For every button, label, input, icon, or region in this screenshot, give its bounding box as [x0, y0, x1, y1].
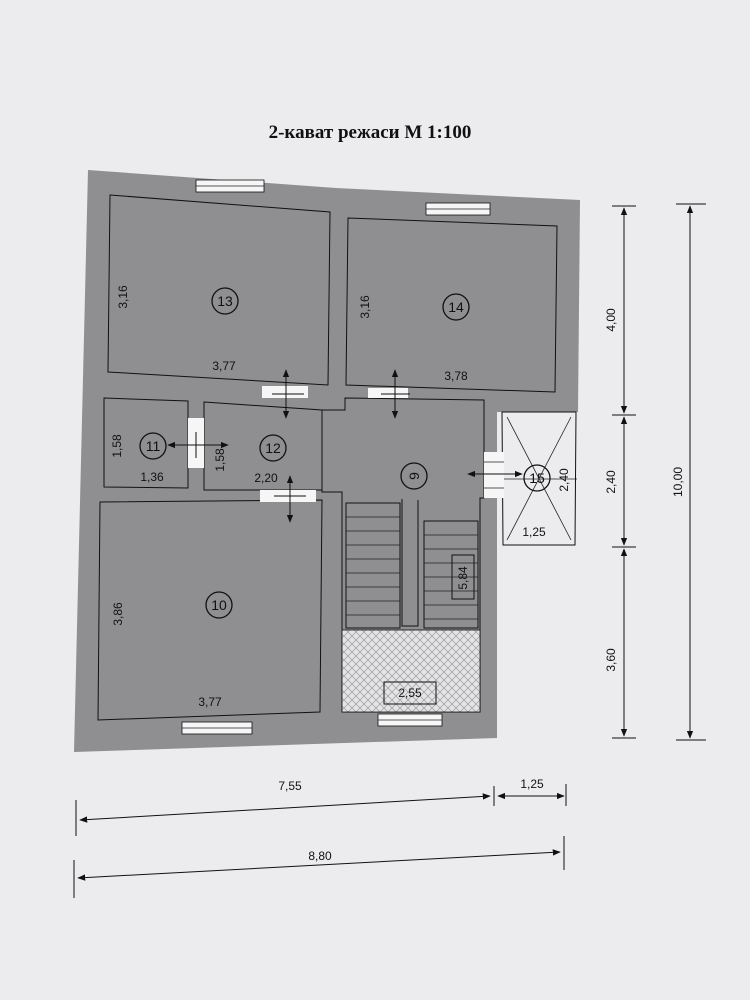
room-11-height: 1,58 [110, 434, 124, 458]
room-10: 10 3,77 3,86 [97, 499, 323, 721]
dim-right-top: 4,00 [604, 308, 618, 332]
door-arrows [167, 369, 523, 523]
dim-right-bottom: 3,60 [604, 648, 618, 672]
room-12-height: 1,58 [213, 448, 227, 472]
room-12-number: 12 [265, 440, 281, 456]
stair-area-label: 5,84 [456, 566, 470, 590]
room-13: 13 3,77 3,16 [107, 194, 331, 386]
room-14-height: 3,16 [358, 295, 372, 319]
stair-flight-left [345, 502, 401, 629]
room-10-number: 10 [211, 597, 227, 613]
room-13-marker [211, 287, 239, 315]
stair-landing [341, 629, 481, 713]
room-11-width: 1,36 [140, 470, 164, 484]
room-10-marker [205, 591, 233, 619]
room-15-marker [523, 464, 551, 492]
room-12: 12 2,20 1,58 [203, 401, 323, 491]
door-room-13 [262, 386, 308, 398]
room-13-number: 13 [217, 293, 233, 309]
room-11: 11 1,36 1,58 [103, 397, 189, 489]
room-13-width: 3,77 [212, 359, 236, 373]
balcony-15: 15 1,25 2,40 [502, 416, 577, 541]
room-9-marker [400, 462, 428, 490]
bottom-dimensions: 7,55 1,25 8,80 [73, 777, 567, 898]
room-11-marker [139, 432, 167, 460]
dim-right-total: 10,00 [671, 467, 685, 497]
room-15-height: 2,40 [557, 468, 571, 492]
room-10-height: 3,86 [111, 602, 125, 626]
room-12-marker [259, 434, 287, 462]
room-9-number: 9 [406, 472, 422, 480]
room-13-height: 3,16 [116, 285, 130, 309]
plan-title: 2-кават режаси М 1:100 [269, 122, 472, 143]
stair-flight-right [423, 520, 479, 629]
room-15-width: 1,25 [522, 525, 546, 539]
landing-area-label: 2,55 [398, 686, 422, 700]
dim-bottom-right: 1,25 [520, 777, 544, 791]
room-14-number: 14 [448, 299, 464, 315]
room-14-marker [442, 293, 470, 321]
room-11-number: 11 [146, 438, 161, 454]
door-balcony [484, 452, 504, 498]
dim-line-bottom-left [79, 793, 491, 823]
stair-handrail [401, 499, 419, 627]
building-walls [74, 170, 580, 752]
dim-bottom-left: 7,55 [278, 779, 302, 793]
dim-right-middle: 2,40 [604, 470, 618, 494]
windows [181, 179, 491, 735]
right-dimensions: 4,00 2,40 3,60 10,00 [604, 203, 706, 741]
landing-area-box [383, 681, 437, 705]
room-14: 14 3,78 3,16 [345, 217, 558, 393]
door-room-14 [368, 388, 408, 398]
dim-bottom-total: 8,80 [308, 849, 332, 863]
room-14-width: 3,78 [444, 369, 468, 383]
stair-area-box [451, 554, 475, 600]
room-10-width: 3,77 [198, 695, 222, 709]
room-15-number: 15 [529, 470, 545, 486]
room-12-width: 2,20 [254, 471, 278, 485]
dim-line-bottom-total [77, 849, 561, 881]
